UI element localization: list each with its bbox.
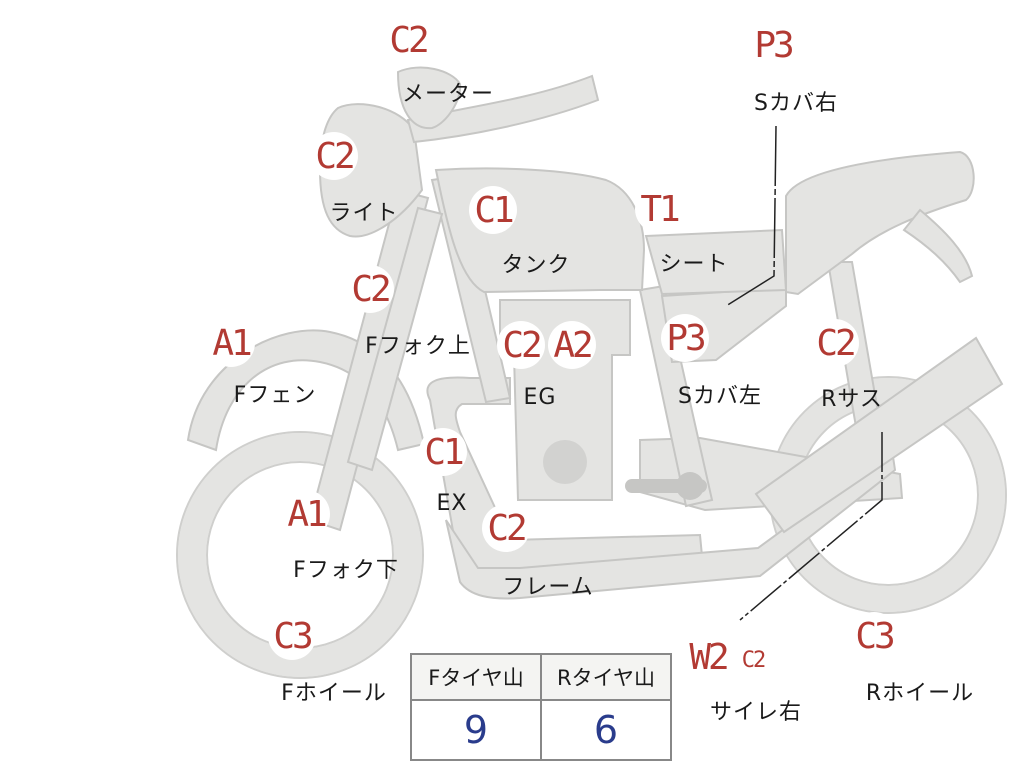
front-fender-grade: A1 [207,319,255,367]
side-cover-right-grade: P3 [749,21,797,69]
tank-grade: C1 [469,186,517,234]
fork-upper-label: Fフォク上 [365,334,471,359]
tail-cowl-shape [902,208,974,284]
fork-lower-grade: A1 [282,490,330,538]
rear-wheel-grade: C3 [850,612,898,660]
exhaust-label: EX [436,491,468,516]
tire-table-header-row: Fタイヤ山 Rタイヤ山 [410,653,672,701]
frame-lower-shape [445,448,897,600]
front-wheel-shape [178,433,422,677]
front-tire-header: Fタイヤ山 [410,653,542,701]
footpeg-end-shape [676,472,704,500]
engine-cover-shape [543,440,587,484]
seat-grade: T1 [635,185,683,233]
front-tire-value: 9 [410,699,542,761]
side-cover-right-label: Sカバ右 [754,91,838,116]
meter-grade: C2 [384,16,432,64]
frame-label: フレーム [502,575,594,600]
tank-label: タンク [501,253,571,278]
seat-label: シート [659,252,729,277]
front-wheel-outline [176,431,424,679]
side-cover-right-leader-line [725,125,777,307]
handlebar-shape [406,74,600,144]
silencer-right-leader-line [739,432,883,621]
fork-upper-grade: C2 [346,265,394,313]
fork-right-shape [346,206,444,472]
rear-tire-value: 6 [540,699,672,761]
silencer-shape [754,336,1004,534]
meter-label: メーター [401,82,495,107]
front-wheel-grade: C3 [268,612,316,660]
engine-grade-a2: A2 [548,321,596,369]
light-label: ライト [329,201,399,226]
fork-lower-label: Fフォク下 [293,558,399,583]
light-grade: C2 [310,132,358,180]
rear-wheel-label: Rホイール [865,681,975,706]
front-wheel-label: Fホイール [281,681,387,706]
side-cover-left-label: Sカバ左 [678,384,762,409]
frame-grade: C2 [482,504,530,552]
front-fender-label: Fフェン [233,383,317,408]
frame-seat-tube-shape [638,284,714,508]
tire-tread-table: Fタイヤ山 Rタイヤ山 9 6 [410,653,672,761]
tire-table-value-row: 9 6 [410,699,672,761]
rear-suspension-grade: C2 [811,319,859,367]
rear-suspension-label: Rサス [821,387,883,412]
engine-grade-c2: C2 [497,321,545,369]
seat-shape [785,150,975,296]
side-cover-left-grade: P3 [661,314,709,362]
silencer-right-grade-w2: W2 [684,633,732,681]
exhaust-grade: C1 [419,428,467,476]
meter-shape [396,66,462,130]
silencer-right-label: サイレ右 [709,700,803,725]
silencer-right-grade-c2: C2 [737,644,769,676]
rear-tire-header: Rタイヤ山 [540,653,672,701]
engine-label: EG [523,385,557,410]
